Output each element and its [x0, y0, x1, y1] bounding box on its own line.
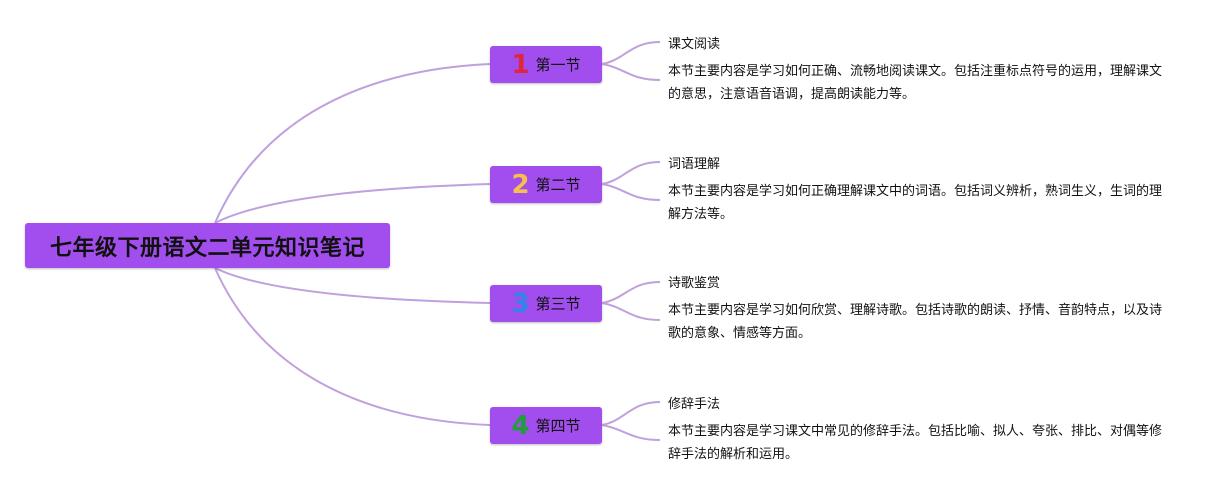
section-number-1-icon: 1 [511, 49, 530, 80]
section-number-3-icon: 3 [511, 288, 530, 319]
section-node-1[interactable]: 1 第一节 [490, 46, 602, 83]
fork-section-1-body [601, 63, 661, 81]
branch-root-to-section-4 [214, 267, 491, 426]
branch-root-to-section-3 [214, 267, 491, 304]
section-3-title[interactable]: 诗歌鉴赏 [668, 276, 721, 291]
section-node-4[interactable]: 4 第四节 [490, 407, 602, 444]
section-label-3: 第三节 [535, 295, 581, 313]
section-label-1: 第一节 [535, 56, 581, 74]
section-node-3[interactable]: 3 第三节 [490, 285, 602, 322]
section-4-body[interactable]: 本节主要内容是学习课文中常见的修辞手法。包括比喻、拟人、夸张、排比、对偶等修辞手… [668, 424, 1163, 462]
fork-section-4-title [601, 401, 661, 426]
branch-root-to-section-2 [214, 183, 491, 224]
fork-section-3-title [601, 281, 661, 304]
fork-section-4-body [601, 424, 661, 441]
section-label-4: 第四节 [535, 417, 581, 435]
section-label-2: 第二节 [535, 176, 581, 194]
section-2-body[interactable]: 本节主要内容是学习如何正确理解课文中的词语。包括词义辨析，熟词生义，生词的理解方… [668, 184, 1163, 222]
root-topic-node[interactable]: 七年级下册语文二单元知识笔记 [25, 223, 390, 268]
fork-section-2-title [601, 161, 661, 185]
fork-section-2-body [601, 183, 661, 201]
section-1-body[interactable]: 本节主要内容是学习如何正确、流畅地阅读课文。包括注重标点符号的运用，理解课文的意… [668, 64, 1163, 102]
fork-section-3-body [601, 302, 661, 321]
section-number-2-icon: 2 [511, 169, 530, 200]
section-2-title[interactable]: 词语理解 [668, 157, 721, 172]
section-1-title[interactable]: 课文阅读 [668, 37, 721, 52]
section-4-title[interactable]: 修辞手法 [668, 397, 721, 412]
section-node-2[interactable]: 2 第二节 [490, 166, 602, 203]
section-number-4-icon: 4 [511, 410, 530, 441]
root-topic-label: 七年级下册语文二单元知识笔记 [49, 235, 365, 261]
branch-root-to-section-1 [214, 63, 491, 224]
fork-section-1-title [601, 41, 661, 65]
section-3-body[interactable]: 本节主要内容是学习如何欣赏、理解诗歌。包括诗歌的朗读、抒情、音韵特点，以及诗歌的… [668, 303, 1163, 341]
